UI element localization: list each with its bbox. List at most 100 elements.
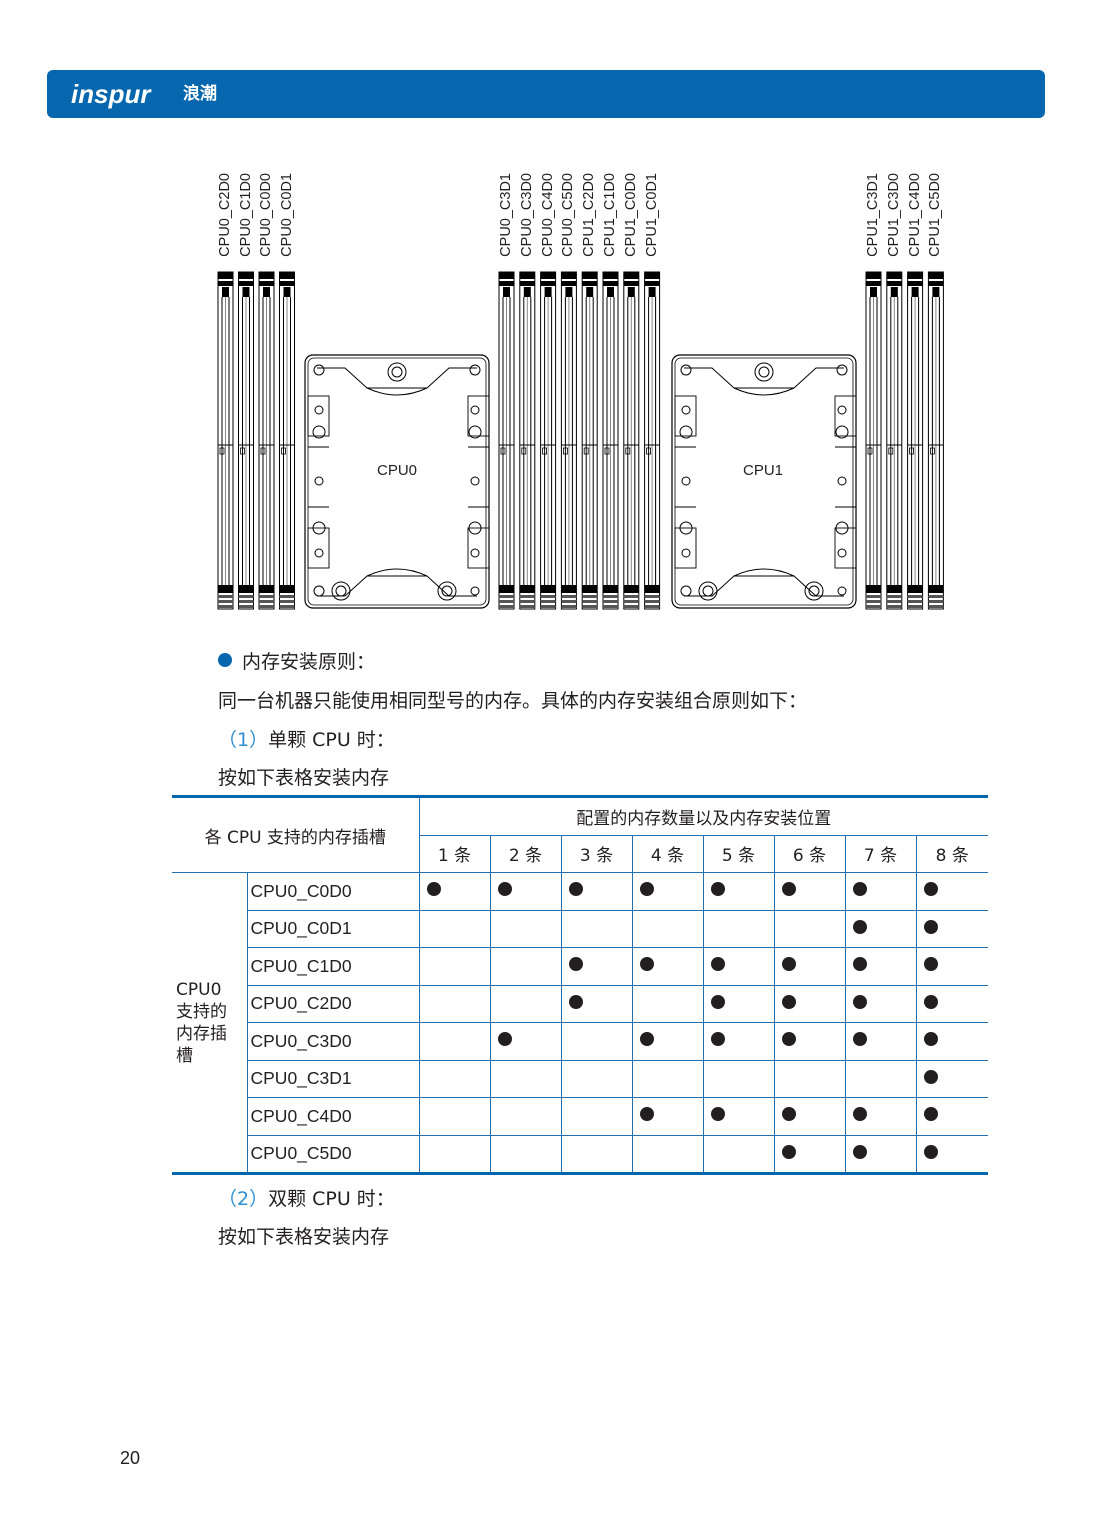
installed-dot-icon (639, 1107, 654, 1122)
installed-dot-icon (852, 994, 867, 1009)
bullet-heading: 内存安装原则： (218, 650, 375, 674)
installed-dot-icon (852, 1032, 867, 1047)
case1-number: （1） (218, 729, 269, 751)
board-drawing (217, 271, 944, 610)
installed-dot-icon (781, 1032, 796, 1047)
installed-dot-icon (852, 1107, 867, 1122)
config-cell (418, 984, 491, 1023)
installed-dot-icon (710, 957, 725, 972)
inspur-logo-cn: 浪潮 (183, 84, 217, 104)
config-cell (773, 1097, 846, 1136)
inspur-logo: inspur (71, 79, 151, 109)
table-row: CPU0_C3D1 (172, 1059, 988, 1098)
cpu1-label: CPU1 (743, 462, 784, 479)
count-header: 5 条 (702, 834, 775, 873)
config-cell (915, 1022, 988, 1061)
config-cell (915, 1134, 988, 1175)
installed-dot-icon (923, 1032, 938, 1047)
config-cell (702, 1134, 775, 1175)
dimm-slot (865, 271, 882, 610)
config-cell (915, 984, 988, 1023)
config-cell (631, 909, 704, 948)
installed-dot-icon (852, 957, 867, 972)
installed-dot-icon (639, 957, 654, 972)
config-cell (489, 984, 562, 1023)
config-cell (631, 984, 704, 1023)
config-cell (418, 872, 491, 911)
installed-dot-icon (710, 1107, 725, 1122)
slot-name-cell: CPU0_C3D0 (246, 1022, 420, 1061)
config-cell (560, 1059, 633, 1098)
config-cell (489, 1059, 562, 1098)
cpu0-label: CPU0 (377, 462, 418, 479)
slot-name-cell: CPU0_C5D0 (246, 1134, 420, 1175)
cpu-socket (304, 354, 490, 609)
slot-name-cell: CPU0_C0D1 (246, 909, 420, 948)
dimm-slot (279, 271, 295, 610)
group-label-line: 支持的 (176, 1001, 227, 1022)
dimm-slot (540, 271, 557, 610)
count-header: 2 条 (489, 834, 562, 873)
installed-dot-icon (923, 1144, 938, 1159)
config-cell (631, 1022, 704, 1061)
table-row: CPU0_C1D0 (172, 947, 988, 986)
config-cell (702, 1097, 775, 1136)
header-bar: inspur 浪潮 (47, 70, 1045, 118)
count-header: 6 条 (773, 834, 846, 873)
config-cell (702, 947, 775, 986)
config-cell (489, 1097, 562, 1136)
config-cell (560, 1097, 633, 1136)
installed-dot-icon (923, 1107, 938, 1122)
dimm-slot (581, 271, 598, 610)
config-cell (844, 909, 917, 948)
installed-dot-icon (781, 957, 796, 972)
config-cell (418, 1097, 491, 1136)
installed-dot-icon (710, 882, 725, 897)
count-header: 4 条 (631, 834, 704, 873)
config-cell (702, 909, 775, 948)
installed-dot-icon (568, 957, 583, 972)
config-cell (915, 909, 988, 948)
config-cell (915, 1059, 988, 1098)
group-label-line: CPU0 (176, 979, 222, 1000)
case1-text: 单颗 CPU 时： (268, 729, 395, 751)
config-cell (844, 984, 917, 1023)
dimm-slot (498, 271, 515, 610)
config-cell (702, 1059, 775, 1098)
dimm-slot (907, 271, 924, 610)
header-config: 配置的内存数量以及内存安装位置 (418, 795, 988, 836)
installed-dot-icon (923, 882, 938, 897)
installed-dot-icon (923, 957, 938, 972)
installed-dot-icon (781, 1144, 796, 1159)
cpu-sockets (304, 354, 857, 609)
config-cell (631, 872, 704, 911)
config-cell (773, 872, 846, 911)
config-cell (773, 1134, 846, 1175)
case2-text: 双颗 CPU 时： (268, 1188, 395, 1210)
config-cell (560, 1022, 633, 1061)
dimm-slot (560, 271, 577, 610)
dimm-slot (258, 271, 275, 610)
dimm-slot (519, 271, 536, 610)
config-cell (418, 1059, 491, 1098)
table-row: CPU0_C3D0 (172, 1022, 988, 1061)
config-cell (915, 872, 988, 911)
installed-dot-icon (923, 1069, 938, 1084)
dimm-slot (644, 271, 661, 610)
installed-dot-icon (639, 882, 654, 897)
header-slots: 各 CPU 支持的内存插槽 (172, 795, 420, 873)
table-row: CPU0_C4D0 (172, 1097, 988, 1136)
config-cell (560, 909, 633, 948)
installed-dot-icon (852, 919, 867, 934)
config-cell (844, 1134, 917, 1175)
count-header: 7 条 (844, 834, 917, 873)
config-cell (631, 1134, 704, 1175)
config-cell (560, 947, 633, 986)
installed-dot-icon (781, 994, 796, 1009)
cpu-socket (671, 354, 857, 609)
